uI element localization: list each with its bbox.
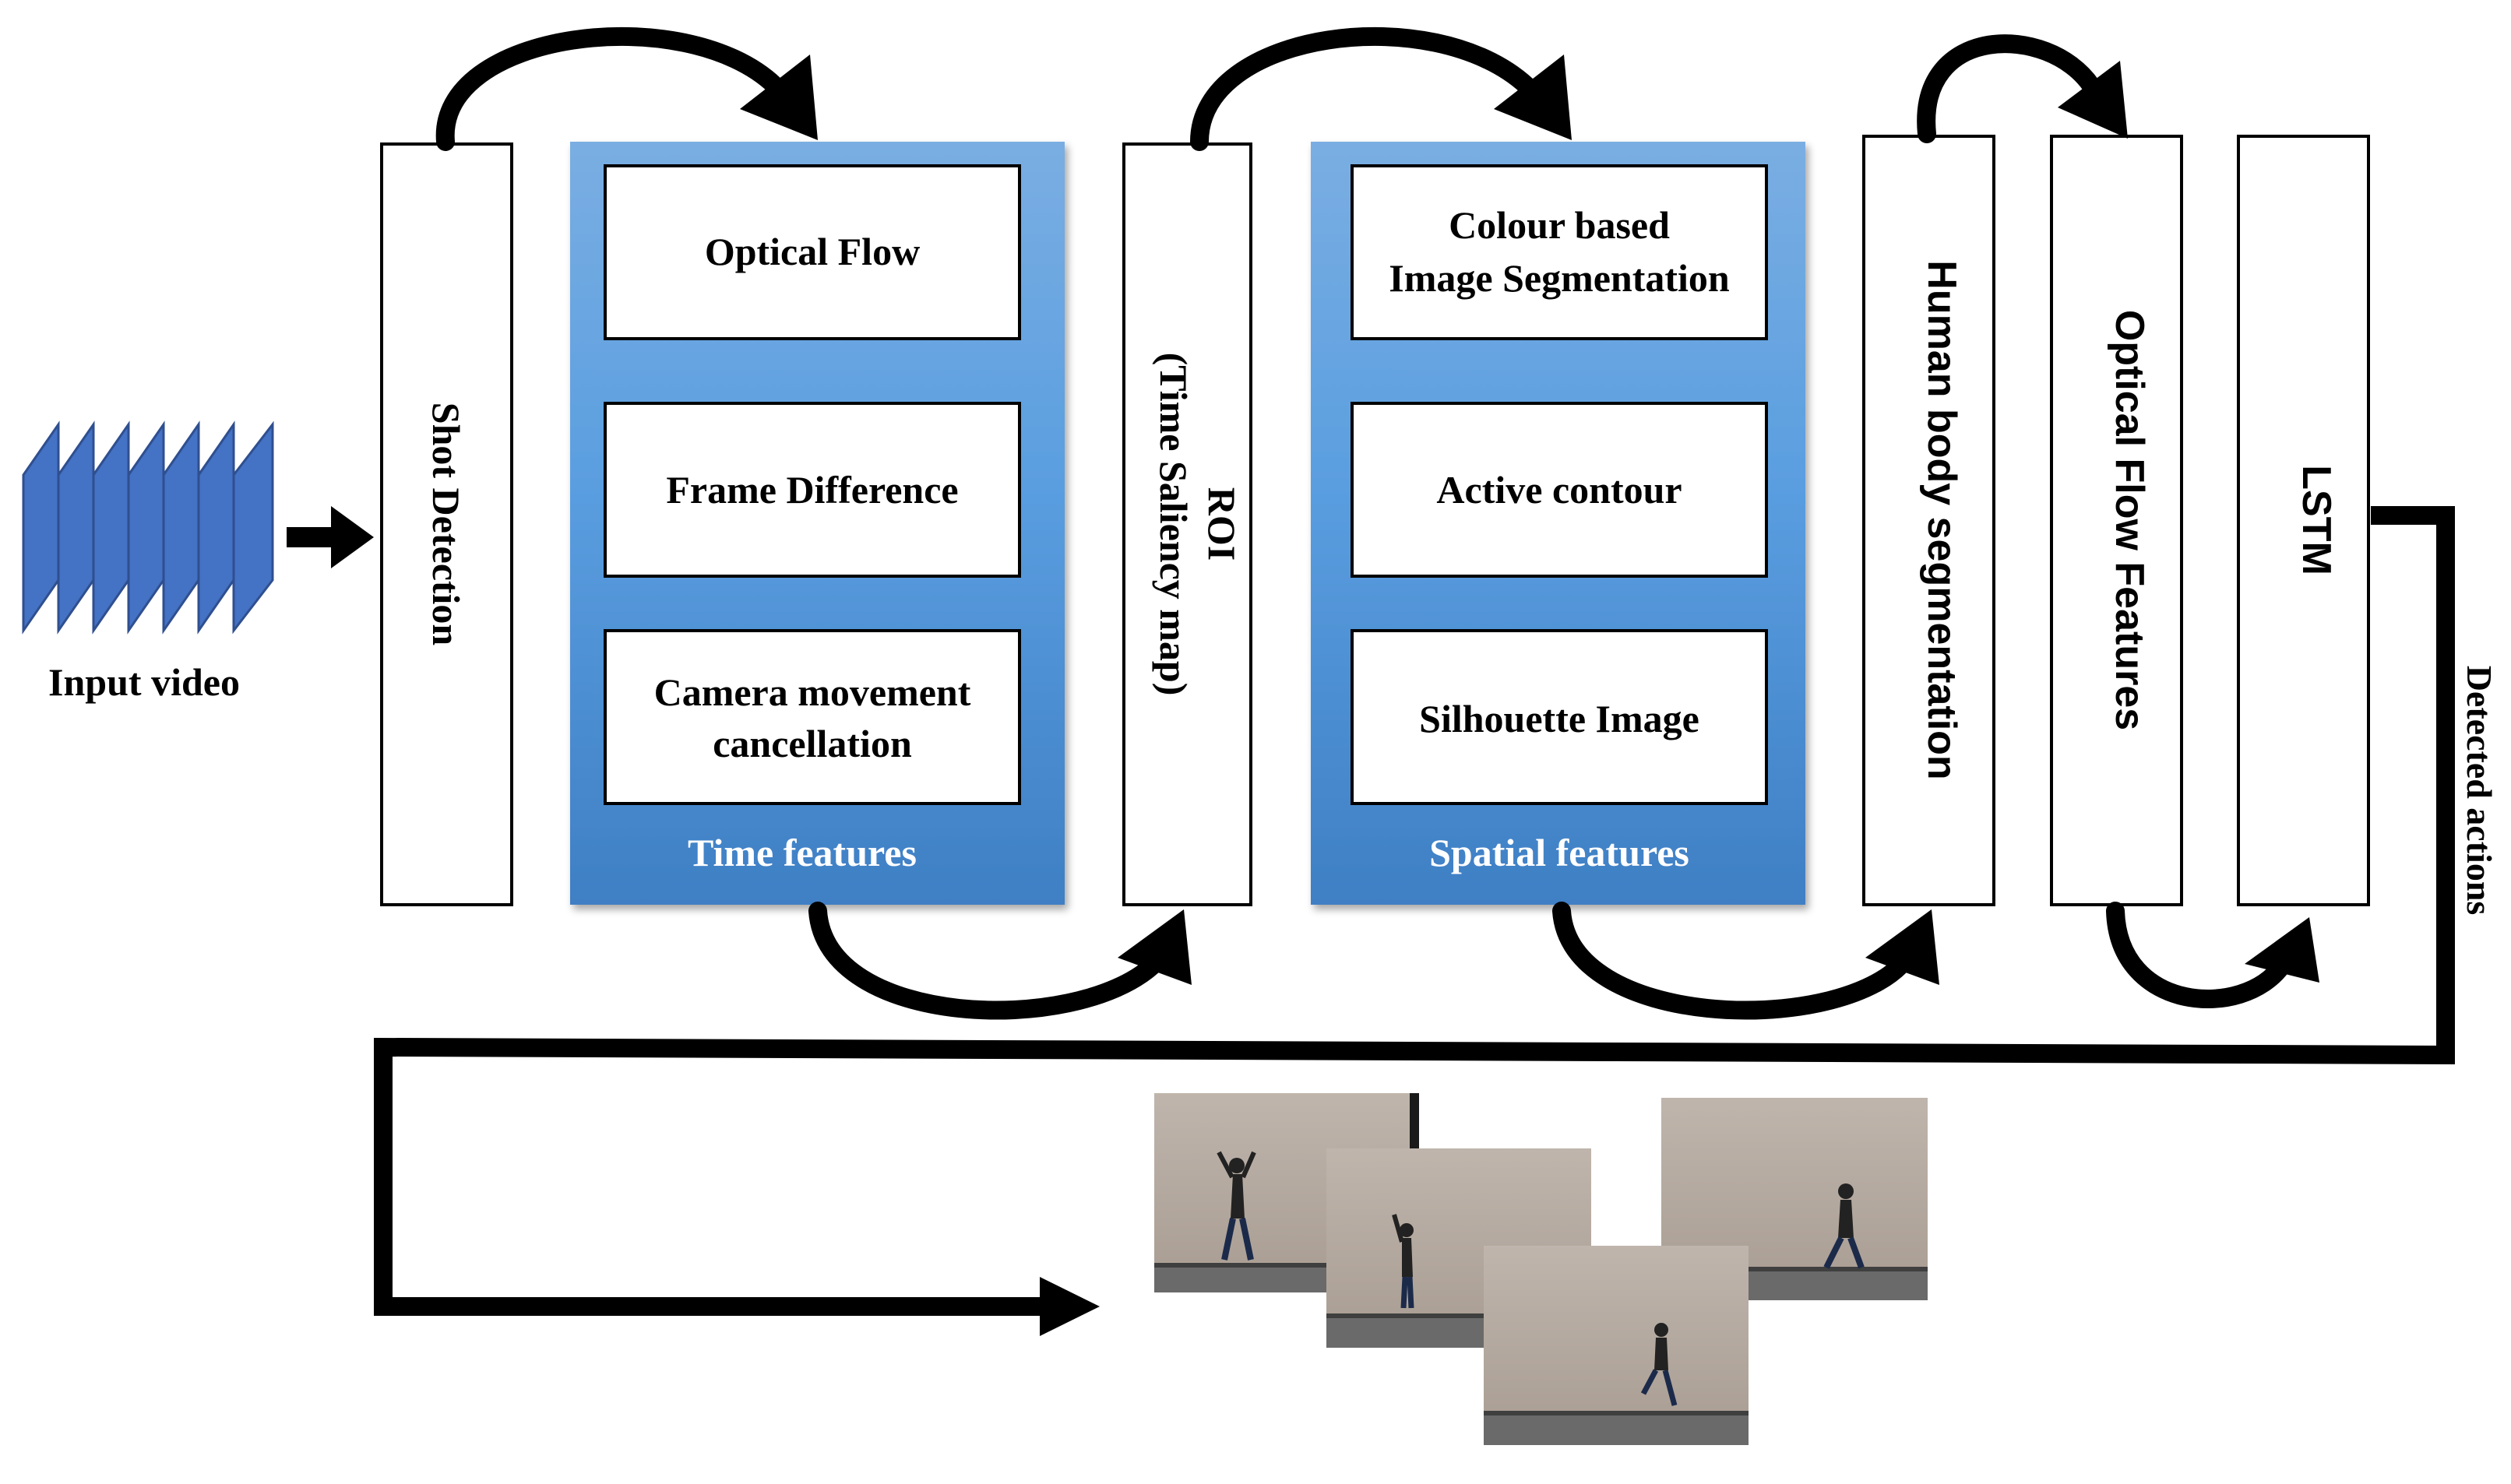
detected-actions-label: Detected actions <box>2460 666 2499 916</box>
arrowheads <box>740 55 2319 985</box>
video-frame <box>57 420 95 635</box>
curved-arrows <box>435 26 2291 1020</box>
input-video-stack <box>22 420 274 635</box>
video-frame <box>92 420 130 635</box>
shot-detection-box <box>380 142 513 906</box>
time-feature-box-optical-flow <box>604 164 1021 340</box>
spatial-feature-box-active-contour <box>1351 402 1768 578</box>
arrow-time-to-roi <box>808 902 1162 1020</box>
arrow-roi-to-spatial <box>1190 26 1536 151</box>
time-feature-label: cancellation <box>713 722 912 765</box>
time-feature-label: Frame Difference <box>666 468 958 512</box>
detected-action-frames <box>1154 1093 1928 1445</box>
arrow-shot-to-time <box>435 26 784 151</box>
time-feature-label: Camera movement <box>654 670 971 714</box>
input-video-label: Input video <box>48 660 240 704</box>
roi-box <box>1122 142 1252 906</box>
spatial-feature-label: Silhouette Image <box>1419 697 1699 740</box>
arrow-spatial-to-human <box>1552 902 1910 1020</box>
human-body-segmentation-box <box>1862 135 1995 906</box>
lstm-label: LSTM <box>2294 465 2339 575</box>
spatial-feature-label: Active contour <box>1436 468 1682 512</box>
arrow-human-to-optical <box>1917 34 2101 143</box>
spatial-feature-box-silhouette <box>1351 629 1768 805</box>
video-frame <box>197 420 235 635</box>
optical-flow-features-box <box>2050 135 2183 906</box>
lstm-box <box>2237 135 2370 906</box>
time-feature-box-frame-difference <box>604 402 1021 578</box>
roi-sublabel: (Time Saliency map) <box>1152 353 1196 696</box>
action-frame-3 <box>1661 1098 1928 1300</box>
output-arrowhead <box>1040 1277 1100 1336</box>
video-frame <box>127 420 165 635</box>
spatial-features-title: Spatial features <box>1429 831 1689 874</box>
time-feature-label: Optical Flow <box>705 230 920 273</box>
video-frame <box>22 420 60 635</box>
spatial-feature-box-colour-segmentation <box>1351 164 1768 340</box>
shot-detection-label: Shot Detection <box>424 403 468 646</box>
spatial-feature-label: Image Segmentation <box>1389 256 1730 300</box>
time-feature-box-camera-movement <box>604 629 1021 805</box>
output-connector <box>374 506 2455 1316</box>
video-frame <box>232 420 274 635</box>
spatial-feature-label: Colour based <box>1449 203 1670 247</box>
time-features-title: Time features <box>688 831 917 874</box>
arrow-optical-to-lstm <box>2106 902 2291 1009</box>
video-frame <box>162 420 200 635</box>
input-arrow <box>287 506 374 568</box>
human-body-segmentation-label: Human body segmentation <box>1919 260 1964 779</box>
optical-flow-features-label: Optical Flow Features <box>2107 310 2152 730</box>
roi-label: ROI <box>1200 487 1244 561</box>
action-frame-4 <box>1484 1246 1749 1445</box>
